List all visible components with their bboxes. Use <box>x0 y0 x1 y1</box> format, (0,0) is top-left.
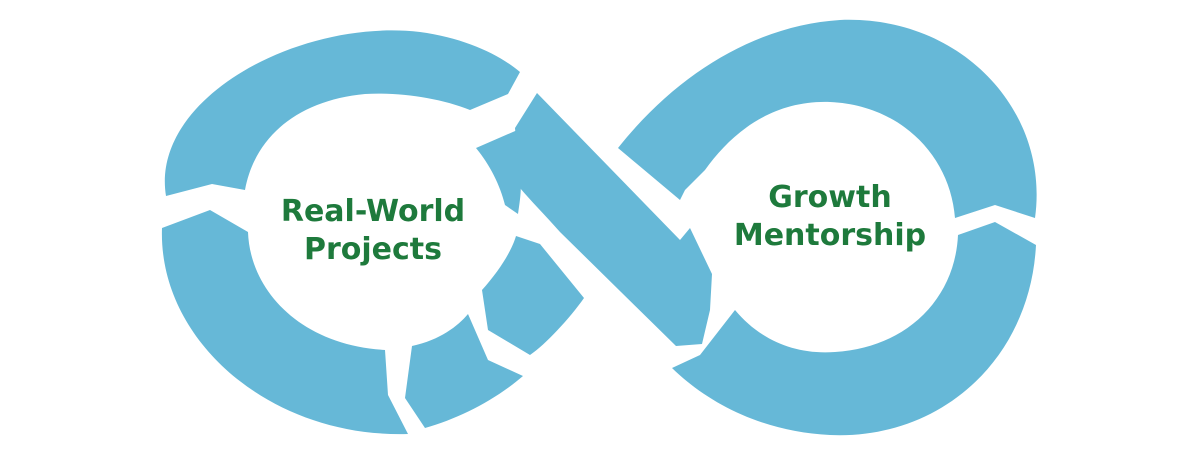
crossing-bar <box>515 93 712 346</box>
left-loop-arc-bottom <box>405 314 523 428</box>
left-loop-arc-upper <box>164 30 520 196</box>
left-loop-arc-notch <box>476 128 522 214</box>
left-loop-label: Real-World Projects <box>248 193 498 269</box>
right-loop-label: Growth Mentorship <box>705 179 955 255</box>
right-loop-label-line2: Mentorship <box>733 218 927 253</box>
right-loop-label-line1: Growth <box>768 180 892 215</box>
left-loop-arc-inner <box>482 236 584 355</box>
left-loop-label-line2: Projects <box>303 232 442 267</box>
right-loop-arc-upper <box>618 19 1037 219</box>
left-loop-arc-lower <box>161 210 408 435</box>
left-loop-label-line1: Real-World <box>280 194 466 229</box>
right-loop-arc-lower <box>672 222 1036 436</box>
